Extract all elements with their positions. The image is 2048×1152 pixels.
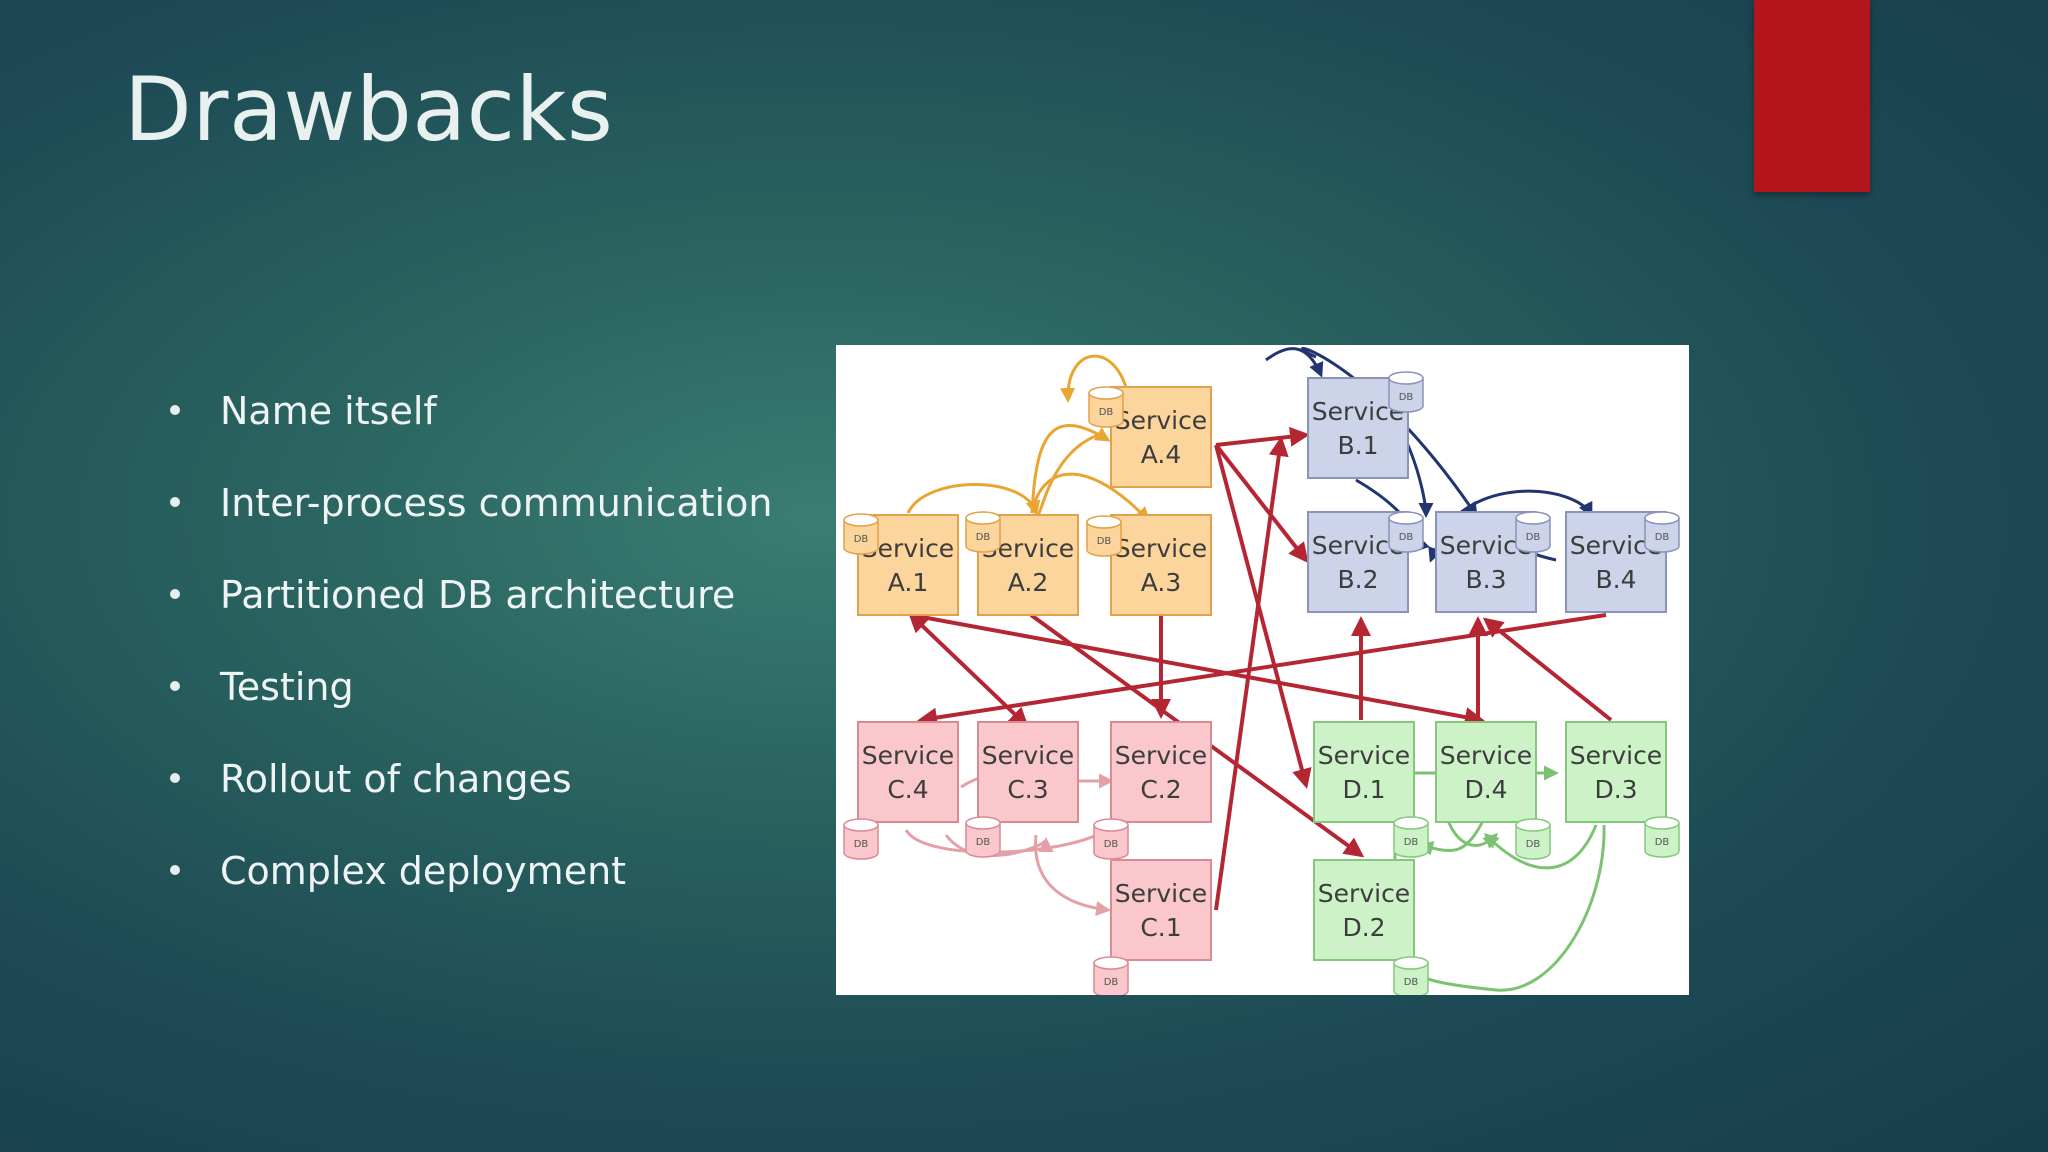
service-id: A.3 — [1141, 568, 1182, 597]
bullet-dot-icon — [170, 589, 180, 599]
db-label: DB — [1404, 837, 1419, 848]
service-id: B.4 — [1595, 565, 1636, 594]
service-id: C.1 — [1140, 913, 1181, 942]
db-cylinder-icon: DB — [1388, 511, 1424, 553]
bullet-item: Inter-process communication — [170, 477, 772, 569]
db-label: DB — [1526, 839, 1541, 850]
accent-bar — [1754, 0, 1870, 192]
service-label: Service — [1115, 741, 1207, 770]
db-cylinder-icon: DB — [965, 816, 1001, 858]
bullet-item: Testing — [170, 661, 772, 753]
service-id: B.1 — [1337, 431, 1378, 460]
db-cylinder-icon: DB — [1644, 816, 1680, 858]
service-id: A.2 — [1008, 568, 1049, 597]
db-label: DB — [1097, 536, 1112, 547]
bullet-dot-icon — [170, 865, 180, 875]
bullet-item: Name itself — [170, 385, 772, 477]
service-id: B.3 — [1465, 565, 1506, 594]
bullet-dot-icon — [170, 405, 180, 415]
db-label: DB — [854, 839, 869, 850]
db-label: DB — [976, 837, 991, 848]
service-id: C.2 — [1140, 775, 1181, 804]
bullet-item: Partitioned DB architecture — [170, 569, 772, 661]
service-id: D.2 — [1342, 913, 1385, 942]
service-id: D.1 — [1342, 775, 1385, 804]
service-label: Service — [1115, 879, 1207, 908]
service-id: B.2 — [1337, 565, 1378, 594]
db-label: DB — [976, 532, 991, 543]
db-cylinder-icon: DB — [1093, 956, 1129, 998]
service-id: A.4 — [1141, 440, 1182, 469]
db-cylinder-icon: DB — [1644, 511, 1680, 553]
db-cylinder-icon: DB — [965, 511, 1001, 553]
db-label: DB — [1099, 407, 1114, 418]
bullet-dot-icon — [170, 773, 180, 783]
slide-title: Drawbacks — [124, 58, 614, 161]
db-label: DB — [1399, 392, 1414, 403]
db-cylinder-icon: DB — [1393, 816, 1429, 858]
db-label: DB — [1526, 532, 1541, 543]
service-label: Service — [862, 741, 954, 770]
bullet-dot-icon — [170, 681, 180, 691]
db-cylinders: DB DB DB DB DB DB DB DB DB DB DB DB DB DB DB DB — [843, 371, 1680, 998]
db-cylinder-icon: DB — [1088, 386, 1124, 428]
db-cylinder-icon: DB — [843, 818, 879, 860]
service-boxes: ServiceA.1ServiceA.2ServiceA.3ServiceA.4… — [857, 377, 1667, 961]
bullet-item: Complex deployment — [170, 845, 772, 937]
service-id: C.4 — [887, 775, 928, 804]
db-cylinder-icon: DB — [1086, 515, 1122, 557]
db-cylinder-icon: DB — [1515, 511, 1551, 553]
diagram-canvas: ServiceA.1ServiceA.2ServiceA.3ServiceA.4… — [843, 347, 1680, 998]
bullet-list: Name itself Inter-process communication … — [170, 385, 772, 937]
service-label: Service — [1570, 741, 1662, 770]
service-label: Service — [1440, 741, 1532, 770]
db-label: DB — [1404, 977, 1419, 988]
db-cylinder-icon: DB — [1393, 956, 1429, 998]
service-id: D.4 — [1464, 775, 1507, 804]
service-id: D.3 — [1594, 775, 1637, 804]
db-label: DB — [854, 534, 869, 545]
db-cylinder-icon: DB — [1388, 371, 1424, 413]
db-label: DB — [1655, 837, 1670, 848]
db-label: DB — [1655, 532, 1670, 543]
cross-links — [908, 426, 1613, 911]
service-label: Service — [982, 741, 1074, 770]
service-label: Service — [1115, 534, 1207, 563]
db-cylinder-icon: DB — [1093, 818, 1129, 860]
bullet-item: Rollout of changes — [170, 753, 772, 845]
db-label: DB — [1104, 977, 1119, 988]
service-label: Service — [1318, 741, 1410, 770]
db-cylinder-icon: DB — [1515, 818, 1551, 860]
db-label: DB — [1399, 532, 1414, 543]
service-label: Service — [1318, 879, 1410, 908]
service-id: A.1 — [888, 568, 929, 597]
bullet-dot-icon — [170, 497, 180, 507]
db-label: DB — [1104, 839, 1119, 850]
service-id: C.3 — [1007, 775, 1048, 804]
service-label: Service — [1115, 406, 1207, 435]
db-cylinder-icon: DB — [843, 513, 879, 555]
